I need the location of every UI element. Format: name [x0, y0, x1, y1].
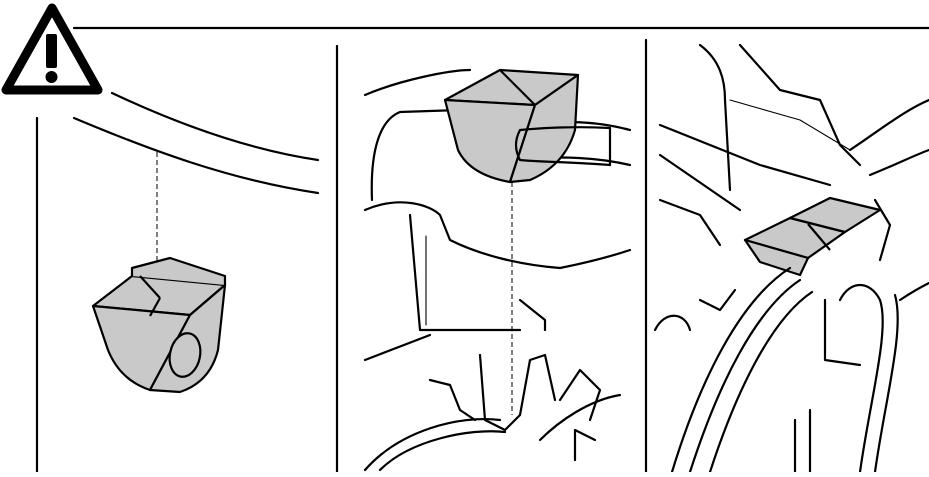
grommet-hole [168, 332, 202, 378]
housing-post [698, 43, 732, 192]
housing-left-contour [370, 108, 462, 202]
housing-channel-inner [838, 284, 884, 474]
rubber-grommet [91, 256, 227, 394]
housing-channel-outer [670, 266, 792, 474]
housing-top-contour [363, 68, 472, 97]
housing-wall [408, 213, 522, 332]
panel-2 [363, 68, 632, 472]
housing-edge-outer [72, 116, 320, 195]
panel-3 [653, 43, 929, 474]
housing-edge-inner [110, 91, 320, 162]
cable [514, 126, 612, 167]
housing-slot [363, 353, 622, 472]
panel-1 [72, 91, 320, 394]
rubber-grommet [443, 68, 580, 184]
grommet-seated [743, 196, 882, 277]
housing-ridge [363, 201, 562, 270]
warning-triangle-icon [1, 3, 103, 95]
